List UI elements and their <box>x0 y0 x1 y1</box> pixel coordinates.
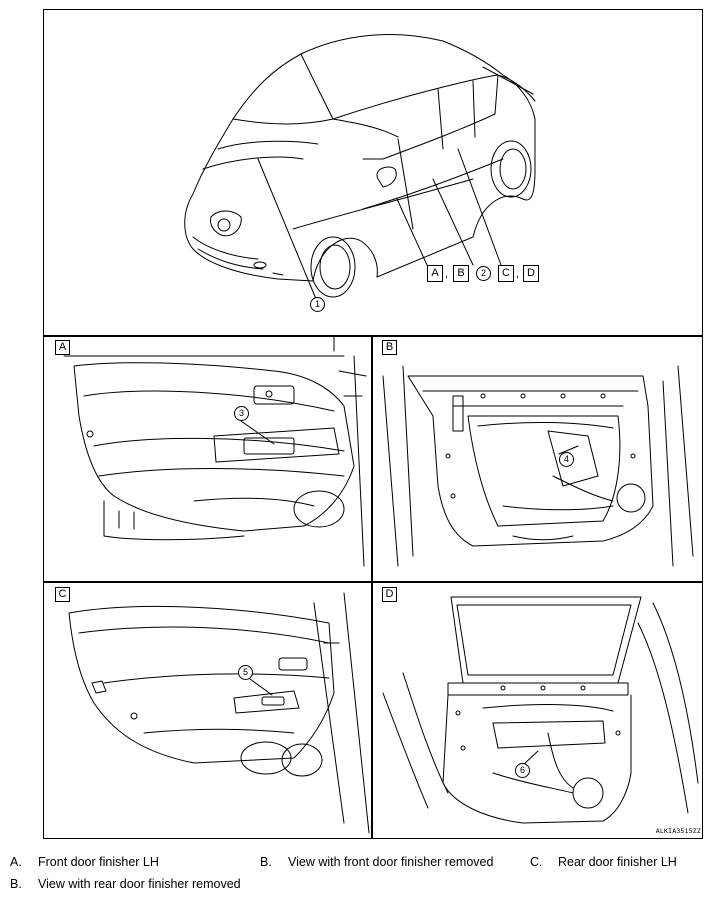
legend-item-d: B. View with rear door finisher removed <box>10 876 241 892</box>
panel-c: C 5 <box>44 583 371 838</box>
figure-code: ALKIA3515ZZ <box>655 827 701 835</box>
legend-item-a: A. Front door finisher LH <box>10 854 159 870</box>
divider-horizontal-mid <box>43 581 703 583</box>
vehicle-drawing <box>184 34 536 300</box>
rear-door-finisher-drawing <box>68 592 370 834</box>
legend-text: View with rear door finisher removed <box>38 877 241 891</box>
callout-1: 1 <box>310 297 325 312</box>
panel-d: D 6 <box>373 583 702 838</box>
front-door-finisher-drawing <box>63 336 367 567</box>
panel-b: B 4 <box>373 336 702 581</box>
panel-tag-c: C <box>55 587 70 602</box>
front-door-inner-panel-drawing <box>382 365 694 567</box>
callout-3: 3 <box>234 406 249 421</box>
legend-text: Front door finisher LH <box>38 855 159 869</box>
figure-frame <box>43 9 703 839</box>
legend-text: Rear door finisher LH <box>558 855 677 869</box>
divider-vertical <box>371 335 373 839</box>
legend-key: B. <box>260 855 272 869</box>
legend-key: A. <box>10 855 22 869</box>
ref-separator-2: , <box>516 268 520 280</box>
ref-tag-b: B <box>453 265 469 282</box>
legend-item-c: C. Rear door finisher LH <box>530 854 677 870</box>
callout-2: 2 <box>476 266 491 281</box>
panel-tag-b: B <box>382 340 397 355</box>
legend-item-b: B. View with front door finisher removed <box>260 854 493 870</box>
vehicle-overview: 1 A , B 2 C , D <box>43 9 703 336</box>
callout-4: 4 <box>559 452 574 467</box>
panel-a: A 3 <box>44 336 371 581</box>
ref-tag-d: D <box>523 265 539 282</box>
divider-horizontal-top <box>43 335 703 337</box>
panel-tag-d: D <box>382 587 397 602</box>
panel-tag-a: A <box>55 340 70 355</box>
rear-door-inner-panel-drawing <box>382 596 699 824</box>
ref-separator-1: , <box>445 268 449 280</box>
legend-key: B. <box>10 877 22 891</box>
legend-key: C. <box>530 855 543 869</box>
callout-6: 6 <box>515 763 530 778</box>
legend-text: View with front door finisher removed <box>288 855 494 869</box>
ref-tag-a: A <box>427 265 443 282</box>
callout-5: 5 <box>238 665 253 680</box>
ref-tag-c: C <box>498 265 514 282</box>
